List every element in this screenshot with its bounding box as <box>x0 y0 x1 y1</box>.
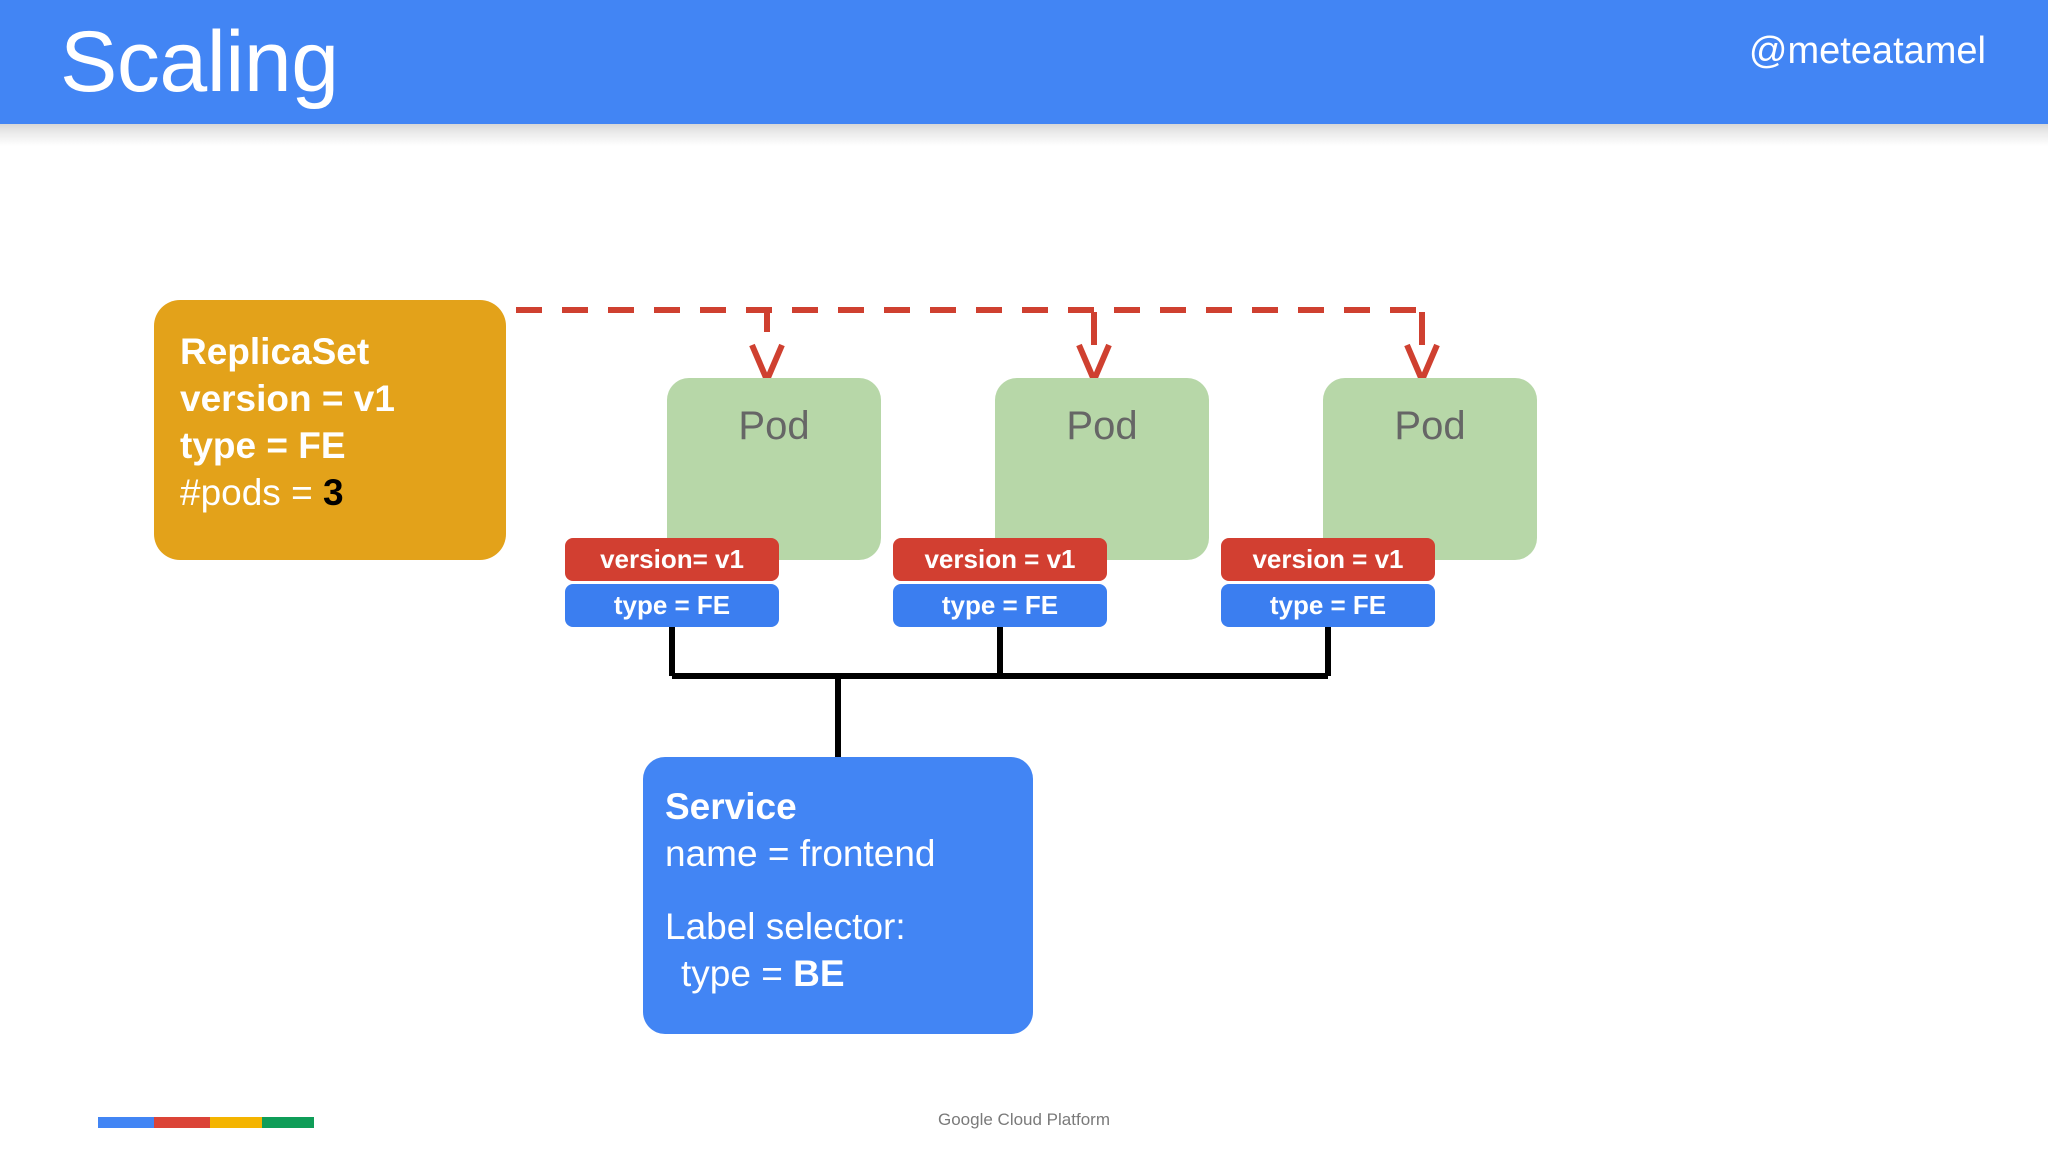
footer-text: Google Cloud Platform <box>938 1110 1110 1129</box>
page-title: Scaling <box>60 14 339 110</box>
pods-to-service-connector <box>669 627 1331 760</box>
service-selector-key: type = <box>681 953 794 994</box>
replicaset-type: type = FE <box>180 425 346 466</box>
author-handle: @meteatamel <box>1748 30 1986 72</box>
service-title: Service <box>665 786 797 827</box>
arrowheads <box>749 343 1440 388</box>
service-selector-title: Label selector: <box>665 906 906 947</box>
arrowhead-pod-1 <box>749 343 785 388</box>
pod-label-1: Pod <box>738 404 810 448</box>
pod-label-2: Pod <box>1066 404 1138 448</box>
brand-bar-red <box>154 1117 210 1128</box>
arrowhead-pod-2 <box>1076 343 1112 388</box>
service-card[interactable]: Service name = frontend Label selector: … <box>643 757 1033 1034</box>
pod-box-3[interactable]: Pod <box>1323 378 1537 560</box>
replicaset-pods-label: #pods = <box>180 472 323 513</box>
pod-3-type-chip[interactable]: type = FE <box>1221 584 1435 627</box>
pod-3-version-chip[interactable]: version = v1 <box>1221 538 1435 581</box>
service-selector-row: type = BE <box>665 950 1033 997</box>
brand-bar-blue <box>98 1117 154 1128</box>
replicaset-to-pods-arrows <box>516 307 1425 345</box>
pod-2-version-chip[interactable]: version = v1 <box>893 538 1107 581</box>
slide-header-bar <box>0 0 2048 124</box>
google-brand-bar <box>98 1117 314 1128</box>
replicaset-pods-count: 3 <box>322 472 344 513</box>
arrowhead-pod-3 <box>1404 343 1440 388</box>
pod-box-2[interactable]: Pod <box>995 378 1209 560</box>
replicaset-card[interactable]: ReplicaSet version = v1 type = FE #pods … <box>154 300 506 560</box>
brand-bar-green <box>262 1117 314 1128</box>
service-selector-value: BE <box>793 953 845 994</box>
pod-box-1[interactable]: Pod <box>667 378 881 560</box>
service-name: name = frontend <box>665 833 936 874</box>
pod-1-type-chip[interactable]: type = FE <box>565 584 779 627</box>
pod-label-3: Pod <box>1394 404 1466 448</box>
replicaset-pods-row: #pods = 3 <box>180 469 506 516</box>
replicaset-version: version = v1 <box>180 378 395 419</box>
brand-bar-yellow <box>210 1117 262 1128</box>
service-spacer <box>665 877 1033 903</box>
replicaset-title: ReplicaSet <box>180 331 370 372</box>
header-shadow <box>0 124 2048 146</box>
pod-2-type-chip[interactable]: type = FE <box>893 584 1107 627</box>
pod-1-version-chip[interactable]: version= v1 <box>565 538 779 581</box>
